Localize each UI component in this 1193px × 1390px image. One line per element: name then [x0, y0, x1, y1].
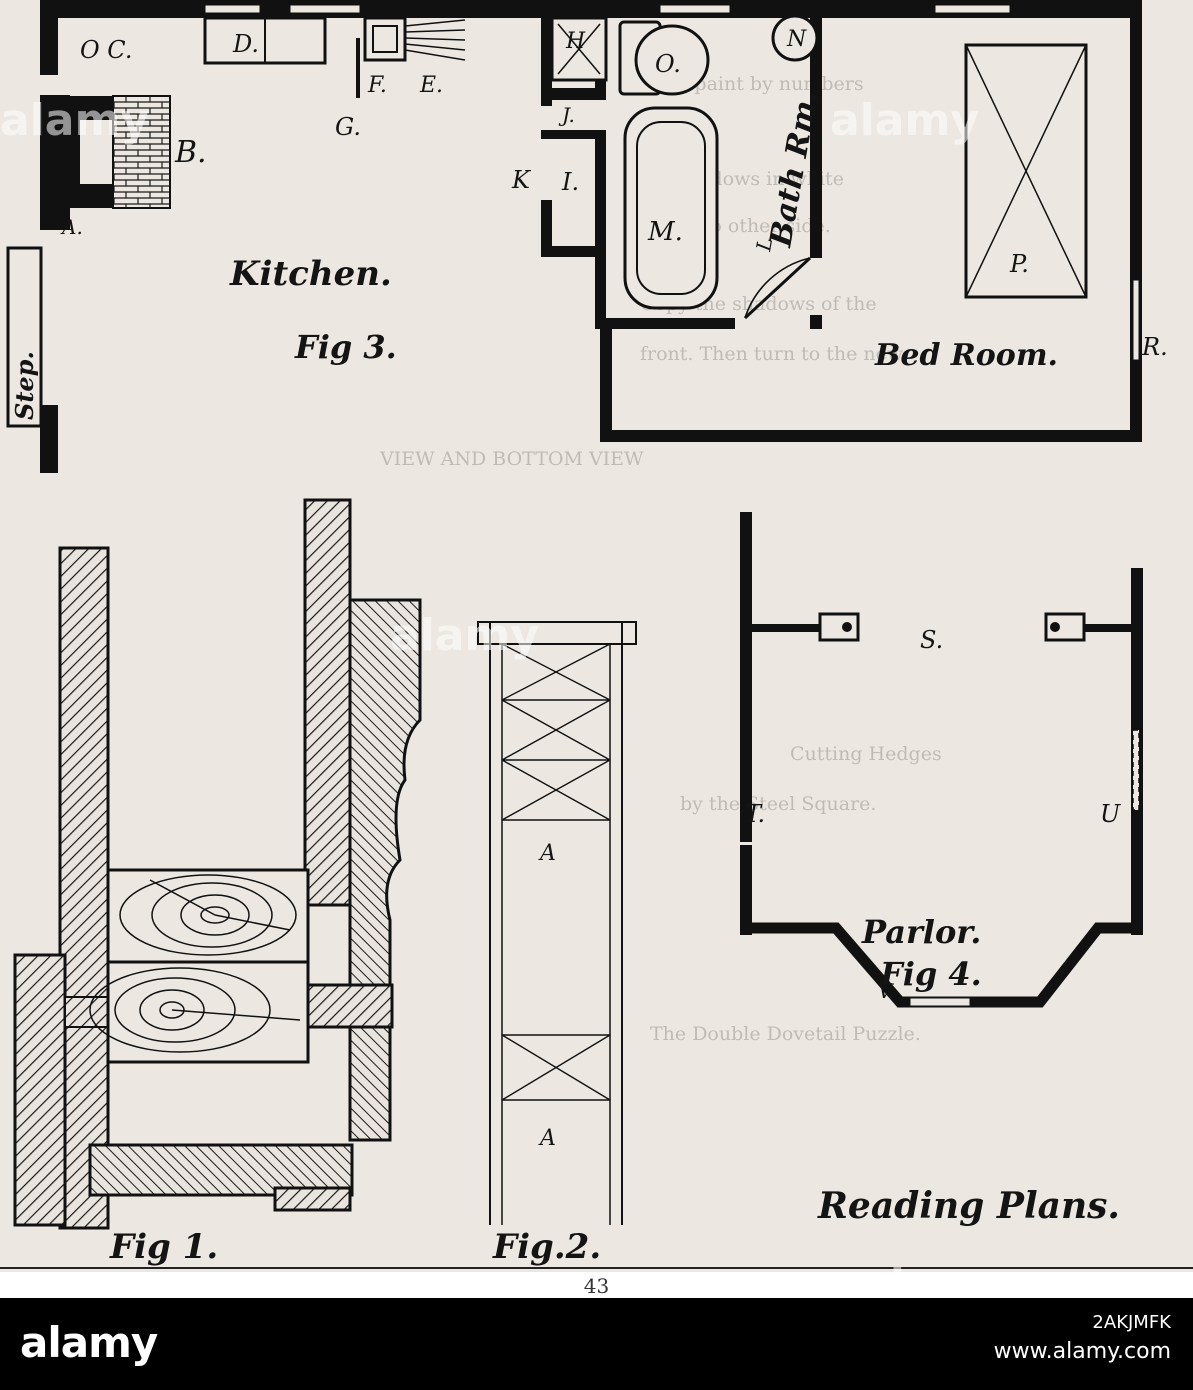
label-T: T. — [745, 800, 765, 828]
watermark-brand: alamy — [860, 1260, 1009, 1272]
fig3-kitchen-plan: Step. — [6, 0, 1168, 473]
bg-line-9: The Double Dovetail Puzzle. — [650, 1023, 921, 1045]
fig2-label-A-lower: A — [538, 1126, 556, 1151]
label-O: O. — [655, 50, 681, 78]
left-wall-top — [40, 0, 58, 75]
left-hatched-post — [58, 546, 110, 1230]
bed-wall-bottom-left — [600, 329, 612, 441]
window-R — [1132, 279, 1140, 361]
label-H: H — [565, 29, 586, 54]
label-R: R. — [1141, 333, 1168, 361]
label-K: K — [511, 166, 532, 194]
fig4-label: Fig 4. — [879, 955, 982, 993]
log-lower — [106, 960, 310, 1064]
bg-line-5: front. Then turn to the new — [640, 343, 904, 365]
label-U: U — [1100, 800, 1121, 828]
bg-line-7: Cutting Hedges — [790, 743, 942, 765]
footer-url-link[interactable]: www.alamy.com — [993, 1339, 1171, 1364]
fig1-timber-section: Fig 1. — [13, 498, 422, 1267]
parlor-left-wall-upper — [740, 512, 752, 842]
left-wall-bottom — [40, 405, 58, 473]
parlor-label: Parlor. — [861, 913, 981, 951]
plans-drawing: Then paint by numbers the shadows in whi… — [0, 0, 1193, 1269]
bg-line-8: by the Steel Square. — [680, 793, 876, 815]
footer-info: 2AKJMFK www.alamy.com — [994, 1312, 1171, 1364]
window — [289, 4, 361, 14]
partition-kitchen-bath-upper — [541, 18, 552, 88]
label-S: S. — [920, 626, 943, 654]
image-id: 2AKJMFK — [1092, 1312, 1171, 1333]
partition-kitchen-bath-lower — [541, 200, 552, 255]
step — [6, 246, 43, 428]
engraving-plate: Then paint by numbers the shadows in whi… — [0, 0, 1193, 1272]
drainboard-E — [404, 19, 466, 61]
bath-bottom-wall — [595, 318, 735, 329]
bed-room-label: Bed Room. — [874, 338, 1058, 373]
fig4-parlor-plan: S. T. U V. Parlor. Fig 4. Reading Plans. — [740, 512, 1143, 1227]
window — [659, 4, 731, 14]
label-L: L. — [751, 229, 778, 253]
watermark-brand: alamy — [390, 610, 539, 661]
circle-N — [771, 14, 819, 62]
label-B: B. — [174, 135, 207, 170]
window — [934, 4, 1011, 14]
fig2-label-A-upper: A — [538, 841, 556, 866]
fig2-ladder: A A Fig.2. — [477, 621, 637, 1267]
window — [204, 4, 261, 14]
watermark-brand: alamy — [0, 95, 149, 146]
fig3-label: Fig 3. — [294, 328, 397, 366]
reading-plans-caption: Reading Plans. — [817, 1185, 1120, 1227]
molding — [348, 598, 422, 1142]
step-label: Step. — [10, 351, 39, 420]
label-I: I. — [561, 168, 579, 196]
label-M: M. — [647, 217, 683, 247]
fig2-label: Fig.2. — [492, 1227, 601, 1267]
footer-bar: alamy 2AKJMFK www.alamy.com — [0, 1298, 1193, 1390]
bed-right-wall — [1130, 0, 1142, 442]
label-D: D. — [232, 30, 259, 58]
bathtub-M — [623, 106, 719, 310]
label-F: F. — [367, 73, 387, 98]
label-OC: O C. — [80, 36, 132, 64]
bg-line-6: VIEW AND BOTTOM VIEW — [379, 448, 644, 470]
bed-bottom-wall — [600, 430, 1142, 442]
label-P: P. — [1009, 250, 1029, 278]
range-B — [112, 95, 171, 209]
bath-wall-left — [595, 139, 606, 319]
door-L — [743, 256, 812, 320]
footer-logo[interactable]: alamy — [20, 1318, 158, 1367]
page-number: 43 — [583, 1274, 610, 1298]
label-E: E. — [419, 73, 443, 98]
toilet-O — [634, 24, 710, 96]
label-A: A. — [60, 215, 83, 239]
chimney-flue — [80, 120, 113, 184]
kitchen-label: Kitchen. — [229, 254, 392, 294]
label-J: J. — [558, 103, 575, 127]
watermark-brand: alamy — [830, 95, 979, 146]
right-hatched-post — [303, 498, 352, 907]
door-U — [1132, 729, 1140, 811]
label-N: N — [786, 27, 807, 52]
label-G: G. — [335, 113, 361, 141]
fig1-label: Fig 1. — [109, 1227, 218, 1267]
parlor-left-wall-lower — [740, 845, 752, 935]
label-V: V. — [878, 979, 895, 1003]
partition-bath-bed — [810, 18, 822, 258]
